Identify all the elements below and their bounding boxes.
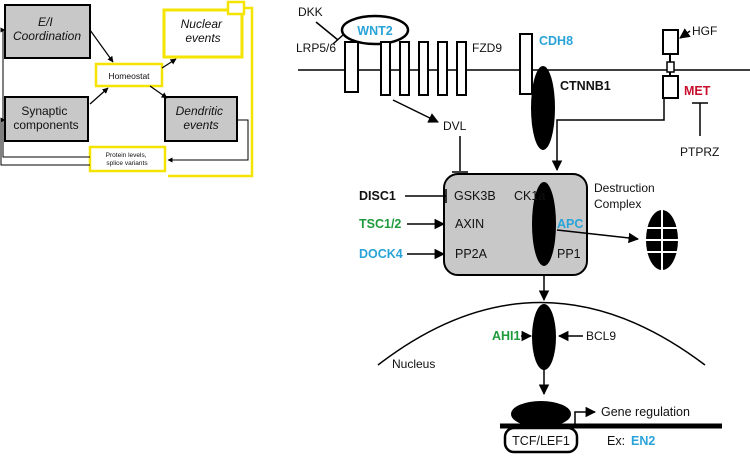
synaptic-components-label: Synaptic components [13, 104, 78, 132]
met-label: MET [684, 84, 711, 98]
destruction-complex-title-1: Destruction [594, 181, 655, 195]
protein-to-ei-arrow [0, 27, 90, 158]
nuclear-events-box [162, 8, 244, 59]
nuclear-line1: Nuclear [181, 17, 223, 31]
protein-levels-box [88, 145, 167, 173]
synaptic-to-homeostat-arrow [89, 87, 109, 105]
homeostat-panel: E/I Coordination Nuclear events Homeosta… [0, 0, 254, 178]
nuclear-events-label: Nuclear events [181, 17, 226, 45]
ptprz-label: PTPRZ [680, 145, 719, 159]
ahi1-label: AHI1 [492, 329, 521, 343]
homeostat-box [94, 62, 164, 88]
tcf-lef1-label: TCF/LEF1 [512, 434, 570, 448]
nuclear-loop-box [226, 0, 246, 16]
gene-regulation-label: Gene regulation [601, 405, 690, 419]
pp2a-label: PP2A [455, 247, 488, 261]
nuclear-envelope [377, 301, 706, 366]
nuclear-feedback-yellow [168, 6, 254, 178]
dvl-label: DVL [443, 119, 467, 133]
ctnnb1-complex-ellipse [532, 182, 556, 266]
fzd9-helix-5 [456, 41, 467, 96]
nuclear-line2: events [185, 31, 220, 45]
ctnnb1-membrane-ellipse [531, 66, 555, 150]
dendritic-line2: events [183, 118, 218, 132]
example-prefix-label: Ex: [607, 434, 625, 448]
dendritic-events-label: Dendritic events [176, 104, 227, 132]
ei-coordination-label: E/I Coordination [13, 15, 81, 43]
degraded-ctnnb1-icon [646, 210, 678, 270]
ei-line2: Coordination [13, 29, 81, 43]
hgf-arrow [679, 28, 691, 39]
dock4-label: DOCK4 [359, 247, 403, 261]
dkk-label: DKK [298, 5, 323, 19]
fzd9-helix-3 [418, 41, 429, 96]
pp1-label: PP1 [557, 247, 581, 261]
fzd9-helix-4 [437, 41, 448, 96]
axin-label: AXIN [455, 217, 484, 231]
disc1-label: DISC1 [359, 189, 396, 203]
wnt2-label: WNT2 [357, 24, 392, 38]
met-to-complex-arrow [551, 98, 665, 172]
protein-levels-label: Protein levels, splice variants [106, 152, 149, 167]
fzd9-helix-1 [380, 41, 391, 96]
destruction-complex-title-2: Complex [594, 197, 641, 211]
met-membrane-segment [666, 61, 675, 73]
hgf-label: HGF [692, 24, 717, 38]
ctnnb1-nuclear-ellipse [532, 304, 556, 370]
dendritic-line1: Dendritic [176, 104, 223, 118]
lrp-receptor [344, 41, 359, 93]
dendritic-events-box [164, 96, 238, 142]
fzd-to-dvl-arrow [392, 99, 439, 123]
dkk-inhibition-bar [332, 34, 344, 45]
wnt2-ellipse [340, 14, 410, 46]
dendritic-feedback-arrow [167, 119, 249, 163]
apc-label: APC [557, 217, 583, 231]
transcription-arrow [574, 406, 597, 424]
homeostat-to-nuclear-arrow [161, 58, 177, 69]
nucleus-label: Nucleus [392, 357, 435, 371]
cdh8-label: CDH8 [539, 34, 573, 48]
ctnnb1-dna-ellipse [511, 401, 571, 427]
dkk-inhibition-line [315, 21, 339, 41]
met-upper-box [662, 29, 679, 55]
ei-line1: E/I [38, 15, 53, 29]
gsk3b-label: GSK3B [454, 189, 496, 203]
fzd9-helix-2 [399, 41, 410, 96]
synaptic-line2: components [13, 118, 78, 132]
synaptic-line1: Synaptic [21, 104, 67, 118]
protein-line1: Protein levels, [106, 152, 147, 159]
ck1a-label: CK1a [514, 189, 545, 203]
cdh8-receptor [519, 33, 533, 95]
en2-label: EN2 [631, 434, 655, 448]
lrp-label: LRP5/6 [296, 41, 336, 55]
ei-to-homeostat-arrow [89, 29, 114, 63]
met-lower-box [662, 75, 679, 99]
homeostat-label: Homeostat [108, 71, 150, 81]
fzd9-receptor [380, 41, 467, 96]
bcl9-label: BCL9 [586, 329, 616, 343]
protein-line2: splice variants [106, 160, 148, 167]
tcf-lef1-box [503, 426, 579, 454]
tsc-label: TSC1/2 [359, 217, 401, 231]
degradation-arrow [556, 229, 640, 244]
protein-to-synaptic-arrow [0, 117, 90, 166]
ctnnb1-label: CTNNB1 [560, 79, 611, 93]
homeostat-to-dendritic-arrow [149, 85, 168, 99]
fzd9-label: FZD9 [472, 41, 502, 55]
